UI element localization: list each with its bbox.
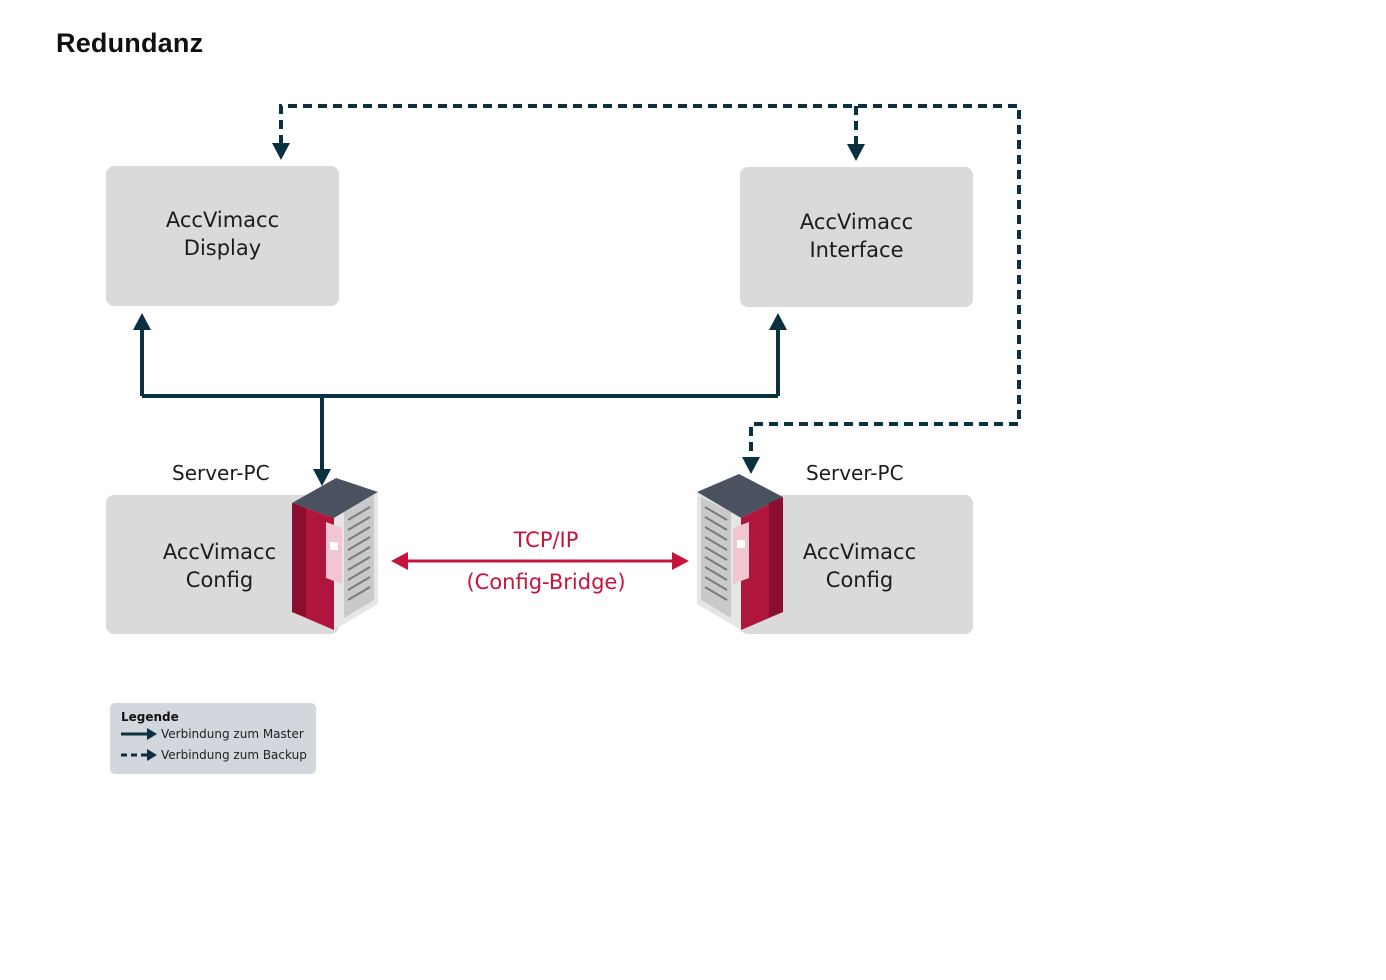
display-label-line2: Display [183,236,262,260]
arrow-to-master-server [313,469,331,486]
server-rack-icon-master [292,478,378,630]
config-master-label-line2: Config [185,568,254,592]
interface-box: AccVimacc Interface [740,167,973,307]
display-label-line1: AccVimacc [165,208,280,232]
legend-master-label: Verbindung zum Master [161,727,304,741]
legend-backup-label: Verbindung zum Backup [161,748,307,762]
interface-label-line1: AccVimacc [799,210,914,234]
bridge-name-label: (Config-Bridge) [466,570,626,594]
legend-title: Legende [121,710,179,724]
config-backup-label-line2: Config [825,568,894,592]
config-backup-label-line1: AccVimacc [802,540,917,564]
server-rack-icon-backup [697,474,783,630]
config-master-label-line1: AccVimacc [162,540,277,564]
arrow-to-interface-backup [847,144,865,161]
interface-label-line2: Interface [809,238,904,262]
arrow-to-display [133,313,151,330]
server-caption-master: Server-PC [172,461,270,485]
legend: Legende Verbindung zum Master Verbindung… [110,703,316,774]
config-bridge-arrow [391,552,689,570]
arrow-to-display-backup [272,143,290,160]
page-title: Redundanz [56,28,204,58]
server-caption-backup: Server-PC [806,461,904,485]
dashed-arrow-icon [121,749,157,761]
master-connection [140,329,780,471]
bridge-protocol-label: TCP/IP [513,528,579,552]
display-box: AccVimacc Display [106,166,339,306]
solid-arrow-icon [121,728,157,740]
arrow-to-interface [769,313,787,330]
arrow-to-backup-server [742,457,760,474]
backup-connection [279,104,1021,458]
